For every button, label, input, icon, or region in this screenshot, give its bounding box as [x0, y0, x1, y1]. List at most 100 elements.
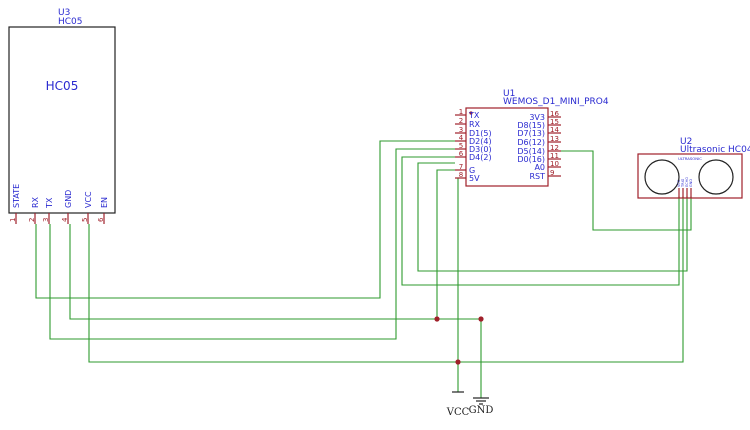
wire-u1-g-to-gnd[interactable]	[436, 169, 455, 319]
u1-pin-rx[interactable]: RX 2	[455, 117, 481, 129]
u3-pin-name: TX	[45, 197, 54, 209]
u1-pin-number: 16	[550, 110, 559, 118]
u1-pin-d5-14[interactable]: D5(14) 12	[517, 144, 561, 156]
u3-pin-number: 1	[9, 218, 17, 222]
u3-pin-name: RX	[31, 196, 40, 208]
u1-pin-a0[interactable]: A0 10	[534, 160, 561, 172]
u2-pin-echo[interactable]: ECHO	[685, 177, 689, 198]
u3-designator: U3	[58, 8, 70, 18]
wire-hc05-gnd[interactable]	[69, 224, 481, 320]
u1-pin-name: 3V3	[529, 113, 545, 122]
u1-pin-name: D0(16)	[517, 155, 545, 164]
u1-pin-name: D4(2)	[469, 153, 492, 162]
u1-pin-name: RX	[469, 120, 481, 129]
u1-pin-number: 10	[550, 160, 559, 168]
u2-pin-name: GND	[689, 179, 693, 187]
gnd-power-symbol[interactable]: GND	[469, 397, 494, 416]
wire-d4-to-echo[interactable]	[417, 162, 688, 272]
u3-value: HC05	[58, 17, 83, 27]
u1-body	[465, 107, 549, 187]
u2-transducer-right-icon	[698, 159, 734, 195]
u2-pin-name: TRIG	[681, 178, 685, 188]
gnd-label: GND	[469, 405, 494, 416]
u1-pin-name: RST	[529, 172, 545, 181]
u3-pin-number: 4	[61, 217, 69, 222]
u3-pin-gnd[interactable]: GND 4	[61, 190, 73, 224]
u1-pin-d2-4[interactable]: D2(4) 4	[455, 134, 492, 146]
u3-pin-name: VCC	[84, 191, 93, 208]
wire-hc05-vcc[interactable]	[88, 196, 684, 363]
u2-inner-label: ULTRASONIC	[678, 156, 702, 161]
u1-pin-3v3[interactable]: 3V3 16	[529, 110, 561, 122]
u1-pin-number: 5	[459, 142, 463, 150]
u1-pin-d4-2[interactable]: D4(2)6	[455, 150, 492, 162]
u1-pin-number: 12	[550, 144, 559, 152]
u1-pin-5v[interactable]: 5V8	[455, 171, 480, 183]
u1-pin-number: 7	[459, 163, 463, 171]
wire-d3-to-trig[interactable]	[401, 156, 680, 286]
u1-pin-d0-16[interactable]: D0(16) 11	[517, 152, 561, 164]
u3-pin-tx[interactable]: TX 3	[42, 197, 54, 224]
u3-pin-rx[interactable]: RX2	[28, 196, 40, 224]
vcc-power-symbol[interactable]: VCC	[446, 391, 470, 418]
u3-pin-vcc[interactable]: VCC 5	[81, 191, 93, 224]
u1-pin-number: 3	[459, 126, 463, 134]
u2-transducer-left-icon	[644, 159, 680, 195]
u1-pin-number: 14	[550, 126, 559, 134]
u2-value: Ultrasonic HC04	[680, 145, 750, 155]
u1-pin-name: TX	[468, 111, 480, 120]
component-u3-hc05[interactable]: U3 HC05 HC05 STATE 1 RX2 TX 3 GND 4 VCC 5 EN6	[8, 8, 116, 224]
u2-pin-trig[interactable]: TRIG	[681, 178, 685, 198]
u3-pin-state[interactable]: STATE 1	[9, 184, 21, 224]
junction-gnd-rail	[478, 316, 484, 322]
wire-hc05-rx-to-d1[interactable]	[35, 140, 455, 299]
u2-pin-gnd[interactable]: GND	[689, 179, 693, 198]
u1-pin-d1-5[interactable]: D1(5) 3	[455, 126, 492, 138]
u3-body-title: HC05	[46, 79, 79, 93]
u1-pin-name: D7(13)	[517, 129, 545, 138]
u3-pin-en[interactable]: EN6	[97, 197, 109, 224]
u1-pin-name: D2(4)	[469, 137, 492, 146]
u3-body	[8, 26, 116, 214]
u1-pin1-marker	[469, 111, 473, 115]
u1-pin-number: 1	[459, 108, 463, 116]
u1-pin-tx[interactable]: TX 1	[455, 108, 480, 120]
u1-pin-d6-12[interactable]: D6(12) 13	[517, 135, 561, 147]
u2-designator: U2	[680, 137, 692, 147]
u1-value: WEMOS_D1_MINI_PRO4	[503, 97, 609, 107]
u3-pin-number: 5	[81, 218, 89, 222]
u1-pin-d3-0[interactable]: D3(0)5	[455, 142, 492, 154]
u1-pin-g[interactable]: G7	[455, 163, 475, 175]
u1-pin-d8-15[interactable]: D8(15)15	[517, 118, 561, 130]
u1-pin-number: 13	[550, 135, 559, 143]
u3-pin-name: GND	[64, 190, 73, 208]
u3-pins: STATE 1 RX2 TX 3 GND 4 VCC 5 EN6	[9, 184, 109, 224]
u1-pin-d7-13[interactable]: D7(13) 14	[517, 126, 561, 138]
u1-pin-name: D1(5)	[469, 129, 492, 138]
u1-pin-name: D6(12)	[517, 138, 545, 147]
component-u1-wemos[interactable]: U1 WEMOS_D1_MINI_PRO4 TX 1RX 2D1(5) 3D2(4) 4…	[455, 89, 609, 187]
wire-hc05-tx-to-d2[interactable]	[49, 148, 455, 340]
wire-u1-5v-to-vcc[interactable]	[455, 177, 459, 362]
u3-pin-number: 6	[97, 217, 105, 222]
u2-pin-vcc[interactable]: VCC	[677, 179, 681, 198]
u1-pin-name: D8(15)	[517, 121, 545, 130]
u3-pin-name: STATE	[12, 184, 21, 208]
u1-pin-name: A0	[534, 163, 545, 172]
u1-pin-number: 2	[459, 117, 463, 125]
u1-designator: U1	[503, 89, 515, 99]
wire-d5-to-u2-gnd[interactable]	[561, 150, 692, 231]
junction-gnd-u1	[434, 316, 440, 322]
u3-pin-number: 3	[42, 218, 50, 222]
u1-pin-name: D5(14)	[517, 147, 545, 156]
u1-pin-name: G	[469, 166, 475, 175]
u2-pin-name: ECHO	[685, 177, 689, 187]
u1-pin-number: 11	[550, 152, 559, 160]
u1-pin-number: 4	[459, 134, 464, 142]
vcc-label: VCC	[446, 407, 470, 418]
